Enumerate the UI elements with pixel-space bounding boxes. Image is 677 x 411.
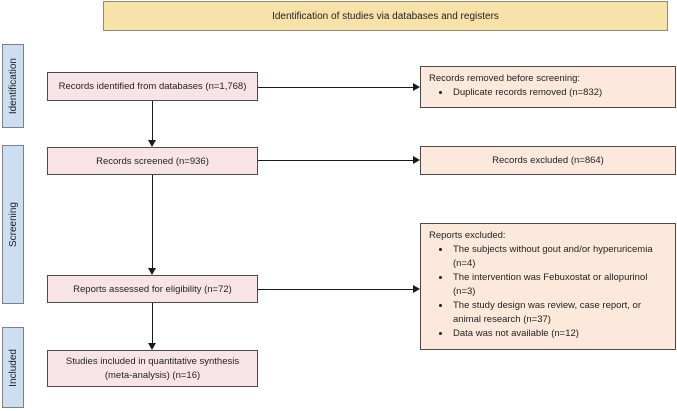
arrowhead-right-icon bbox=[413, 285, 420, 293]
arrowhead-down-icon bbox=[148, 268, 156, 275]
bullet-item: Data was not available (n=12) bbox=[451, 327, 667, 341]
stage-label-text: Identification bbox=[7, 57, 19, 115]
bullet-list: The subjects without gout and/or hyperur… bbox=[429, 243, 667, 341]
flow-box-reports-assessed: Reports assessed for eligibility (n=72) bbox=[47, 275, 258, 303]
arrow-line-identified-to-screened bbox=[152, 101, 153, 140]
stage-label-screening: Screening bbox=[2, 145, 24, 304]
bullet-item: The intervention was Febuxostat or allop… bbox=[451, 271, 667, 299]
flow-box-text: Records identified from databases (n=1,7… bbox=[58, 81, 247, 92]
flow-box-text: Records screened (n=936) bbox=[96, 155, 209, 167]
flow-box-records-screened: Records screened (n=936) bbox=[47, 147, 258, 175]
arrowhead-down-icon bbox=[148, 343, 156, 350]
arrowhead-down-icon bbox=[148, 140, 156, 147]
arrow-line-identified-to-removed bbox=[258, 87, 413, 88]
arrow-line-screened-to-excluded bbox=[258, 160, 413, 161]
flow-box-records-identified: Records identified from databases (n=1,7… bbox=[47, 72, 258, 101]
side-box-records-removed: Records removed before screening: Duplic… bbox=[420, 66, 676, 108]
bullet-list: Duplicate records removed (n=832) bbox=[429, 86, 667, 100]
arrow-line-assessed-to-reports-excluded bbox=[258, 289, 413, 290]
stage-label-text: Screening bbox=[7, 201, 19, 248]
banner-label: Identification of studies via databases … bbox=[272, 10, 499, 22]
flow-box-text-line1: Studies included in quantitative synthes… bbox=[65, 355, 240, 367]
arrowhead-right-icon bbox=[413, 83, 420, 91]
flow-box-studies-included: Studies included in quantitative synthes… bbox=[47, 350, 258, 387]
bullet-item: The study design was review, case report… bbox=[451, 299, 667, 327]
stage-label-included: Included bbox=[2, 327, 24, 408]
flow-box-text: Reports assessed for eligibility (n=72) bbox=[73, 283, 232, 295]
arrowhead-right-icon bbox=[413, 156, 420, 164]
side-box-records-excluded: Records excluded (n=864) bbox=[420, 146, 676, 175]
banner-databases-and-registers: Identification of studies via databases … bbox=[103, 1, 668, 31]
stage-label-identification: Identification bbox=[2, 44, 24, 128]
bullet-item: The subjects without gout and/or hyperur… bbox=[451, 243, 667, 271]
side-box-title: Reports excluded: bbox=[429, 230, 506, 241]
side-box-text: Records excluded (n=864) bbox=[492, 154, 604, 166]
side-box-reports-excluded: Reports excluded: The subjects without g… bbox=[420, 223, 676, 350]
side-box-title: Records removed before screening: bbox=[429, 73, 581, 84]
arrow-line-assessed-to-included bbox=[152, 303, 153, 343]
bullet-item: Duplicate records removed (n=832) bbox=[451, 86, 667, 100]
arrow-line-screened-to-assessed bbox=[152, 175, 153, 268]
stage-label-text: Included bbox=[7, 348, 19, 387]
flow-box-text-line2: (meta-analysis) (n=16) bbox=[104, 369, 201, 381]
